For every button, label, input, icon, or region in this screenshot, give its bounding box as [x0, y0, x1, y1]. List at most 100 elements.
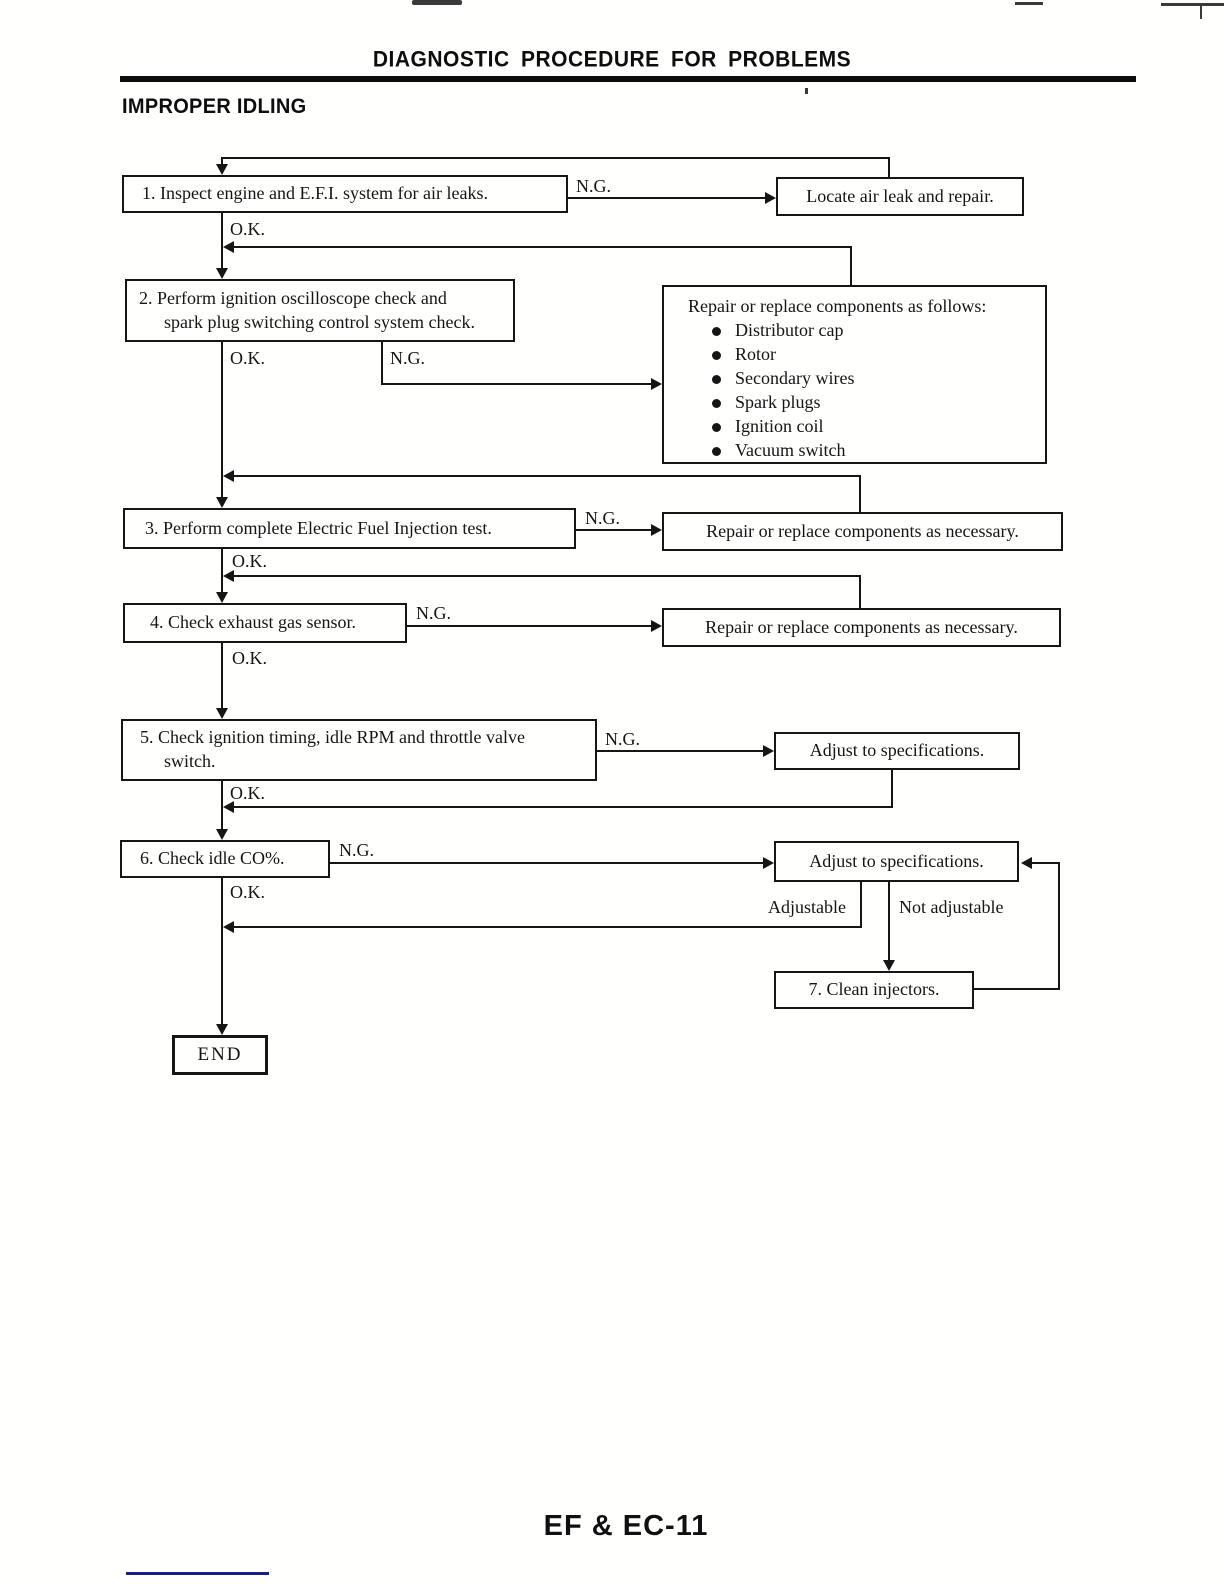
locate-air-leak-text: Locate air leak and repair. [806, 185, 994, 206]
scan-artifact [412, 0, 462, 5]
arrowhead-merge-step6 [223, 801, 234, 813]
connector-line [859, 575, 861, 610]
ok-label-1: O.K. [228, 219, 267, 239]
adjust6-text: Adjust to specifications. [809, 850, 984, 871]
arrowhead-into-repair-list [651, 378, 662, 390]
repair4-box: Repair or replace components as necessar… [662, 608, 1061, 647]
connector-line [232, 575, 861, 577]
bullet-icon [712, 326, 721, 336]
arrowhead-merge-step3 [223, 470, 234, 482]
repair3-box: Repair or replace components as necessar… [662, 512, 1063, 551]
main-flow-line [221, 781, 223, 831]
ng-label-5: N.G. [603, 729, 642, 749]
step2-line2: spark plug switching control system chec… [164, 311, 475, 332]
arrowhead-into-step2 [216, 268, 228, 279]
step5-box: 5. Check ignition timing, idle RPM and t… [121, 719, 597, 781]
connector-line [860, 881, 862, 928]
ng-label-2: N.G. [388, 348, 427, 368]
repair-list-item: Vacuum switch [712, 439, 1045, 463]
adjust5-box: Adjust to specifications. [774, 732, 1020, 770]
arrowhead-merge-end [223, 921, 234, 933]
repair-item-text: Distributor cap [735, 320, 844, 341]
bottom-blue-rule [126, 1572, 269, 1575]
step7-text: 7. Clean injectors. [808, 979, 940, 1000]
step4-box: 4. Check exhaust gas sensor. [123, 603, 407, 643]
repair-item-text: Spark plugs [735, 392, 821, 413]
connector-line [330, 862, 766, 864]
arrowhead-into-step6 [216, 829, 228, 840]
adjustable-label: Adjustable [766, 897, 848, 917]
step2-box: 2. Perform ignition oscilloscope check a… [125, 279, 515, 342]
page-title: DIAGNOSTIC PROCEDURE FOR PROBLEMS [372, 47, 852, 72]
step4-text: 4. Check exhaust gas sensor. [150, 612, 356, 633]
bullet-icon [712, 350, 721, 360]
repair-item-text: Vacuum switch [735, 440, 846, 461]
ng-label-4: N.G. [414, 603, 453, 623]
header-rule [120, 76, 1136, 82]
end-text: END [197, 1044, 243, 1066]
arrowhead-merge-step4 [223, 570, 234, 582]
connector-line [597, 750, 766, 752]
main-flow-line [221, 342, 223, 499]
repair-list-item: Rotor [712, 343, 1045, 367]
end-box: END [172, 1035, 268, 1075]
step5-text: 5. Check ignition timing, idle RPM and t… [140, 726, 595, 774]
step3-box: 3. Perform complete Electric Fuel Inject… [123, 508, 576, 549]
connector-line [888, 157, 890, 178]
bullet-icon [712, 446, 721, 456]
page-reference: EF & EC-11 [543, 1510, 709, 1542]
arrowhead-back-into-adjust6 [1021, 857, 1032, 869]
adjust5-text: Adjust to specifications. [809, 740, 985, 761]
connector-line [859, 475, 861, 514]
connector-line [974, 988, 1060, 990]
repair-list-item: Distributor cap [712, 319, 1045, 343]
connector-line [888, 881, 890, 962]
connector-line [222, 157, 890, 159]
repair-list-item: Ignition coil [712, 415, 1045, 439]
ok-label-2: O.K. [228, 348, 267, 368]
scan-artifact [805, 88, 808, 94]
section-title: IMPROPER IDLING [122, 95, 307, 119]
main-flow-line [221, 213, 223, 270]
step5-line2: switch. [164, 751, 216, 771]
connector-line [407, 625, 654, 627]
arrowhead-into-locate [765, 192, 776, 204]
connector-line [232, 806, 893, 808]
bullet-icon [712, 398, 721, 408]
main-flow-line [221, 643, 223, 710]
step7-box: 7. Clean injectors. [774, 971, 974, 1009]
repair3-text: Repair or replace components as necessar… [706, 520, 1019, 541]
ok-label-5: O.K. [228, 783, 267, 803]
arrowhead-into-end [216, 1024, 228, 1035]
repair-list-title: Repair or replace components as follows: [688, 296, 987, 316]
main-flow-line [221, 878, 223, 1026]
bullet-icon [712, 422, 721, 432]
repair-item-text: Secondary wires [735, 368, 855, 389]
connector-line [850, 246, 852, 287]
step6-box: 6. Check idle CO%. [120, 840, 330, 878]
scan-artifact [1161, 3, 1224, 6]
ok-label-3: O.K. [230, 551, 269, 571]
ng-label-6: N.G. [337, 840, 376, 860]
arrowhead-into-step4 [216, 592, 228, 603]
repair-list-item: Secondary wires [712, 367, 1045, 391]
step2-line1: 2. Perform ignition oscilloscope check a… [139, 287, 447, 308]
arrowhead-into-step7 [883, 960, 895, 971]
step1-box: 1. Inspect engine and E.F.I. system for … [122, 175, 568, 213]
repair-item-text: Rotor [735, 344, 777, 365]
repair-list-box: Repair or replace components as follows:… [662, 285, 1047, 464]
arrowhead-into-repair3 [651, 524, 662, 536]
repair4-text: Repair or replace components as necessar… [705, 616, 1018, 637]
repair-item-text: Ignition coil [735, 416, 824, 437]
locate-air-leak-box: Locate air leak and repair. [776, 177, 1024, 216]
repair-list-item: Spark plugs [712, 391, 1045, 415]
connector-line [576, 529, 654, 531]
scan-artifact [1200, 3, 1202, 19]
arrowhead-into-adjust6 [763, 857, 774, 869]
arrowhead-into-step5 [216, 708, 228, 719]
ng-label-3: N.G. [583, 508, 622, 528]
step1-text: 1. Inspect engine and E.F.I. system for … [142, 183, 488, 204]
step5-line1: 5. Check ignition timing, idle RPM and t… [140, 727, 525, 748]
scan-artifact [1015, 2, 1043, 5]
